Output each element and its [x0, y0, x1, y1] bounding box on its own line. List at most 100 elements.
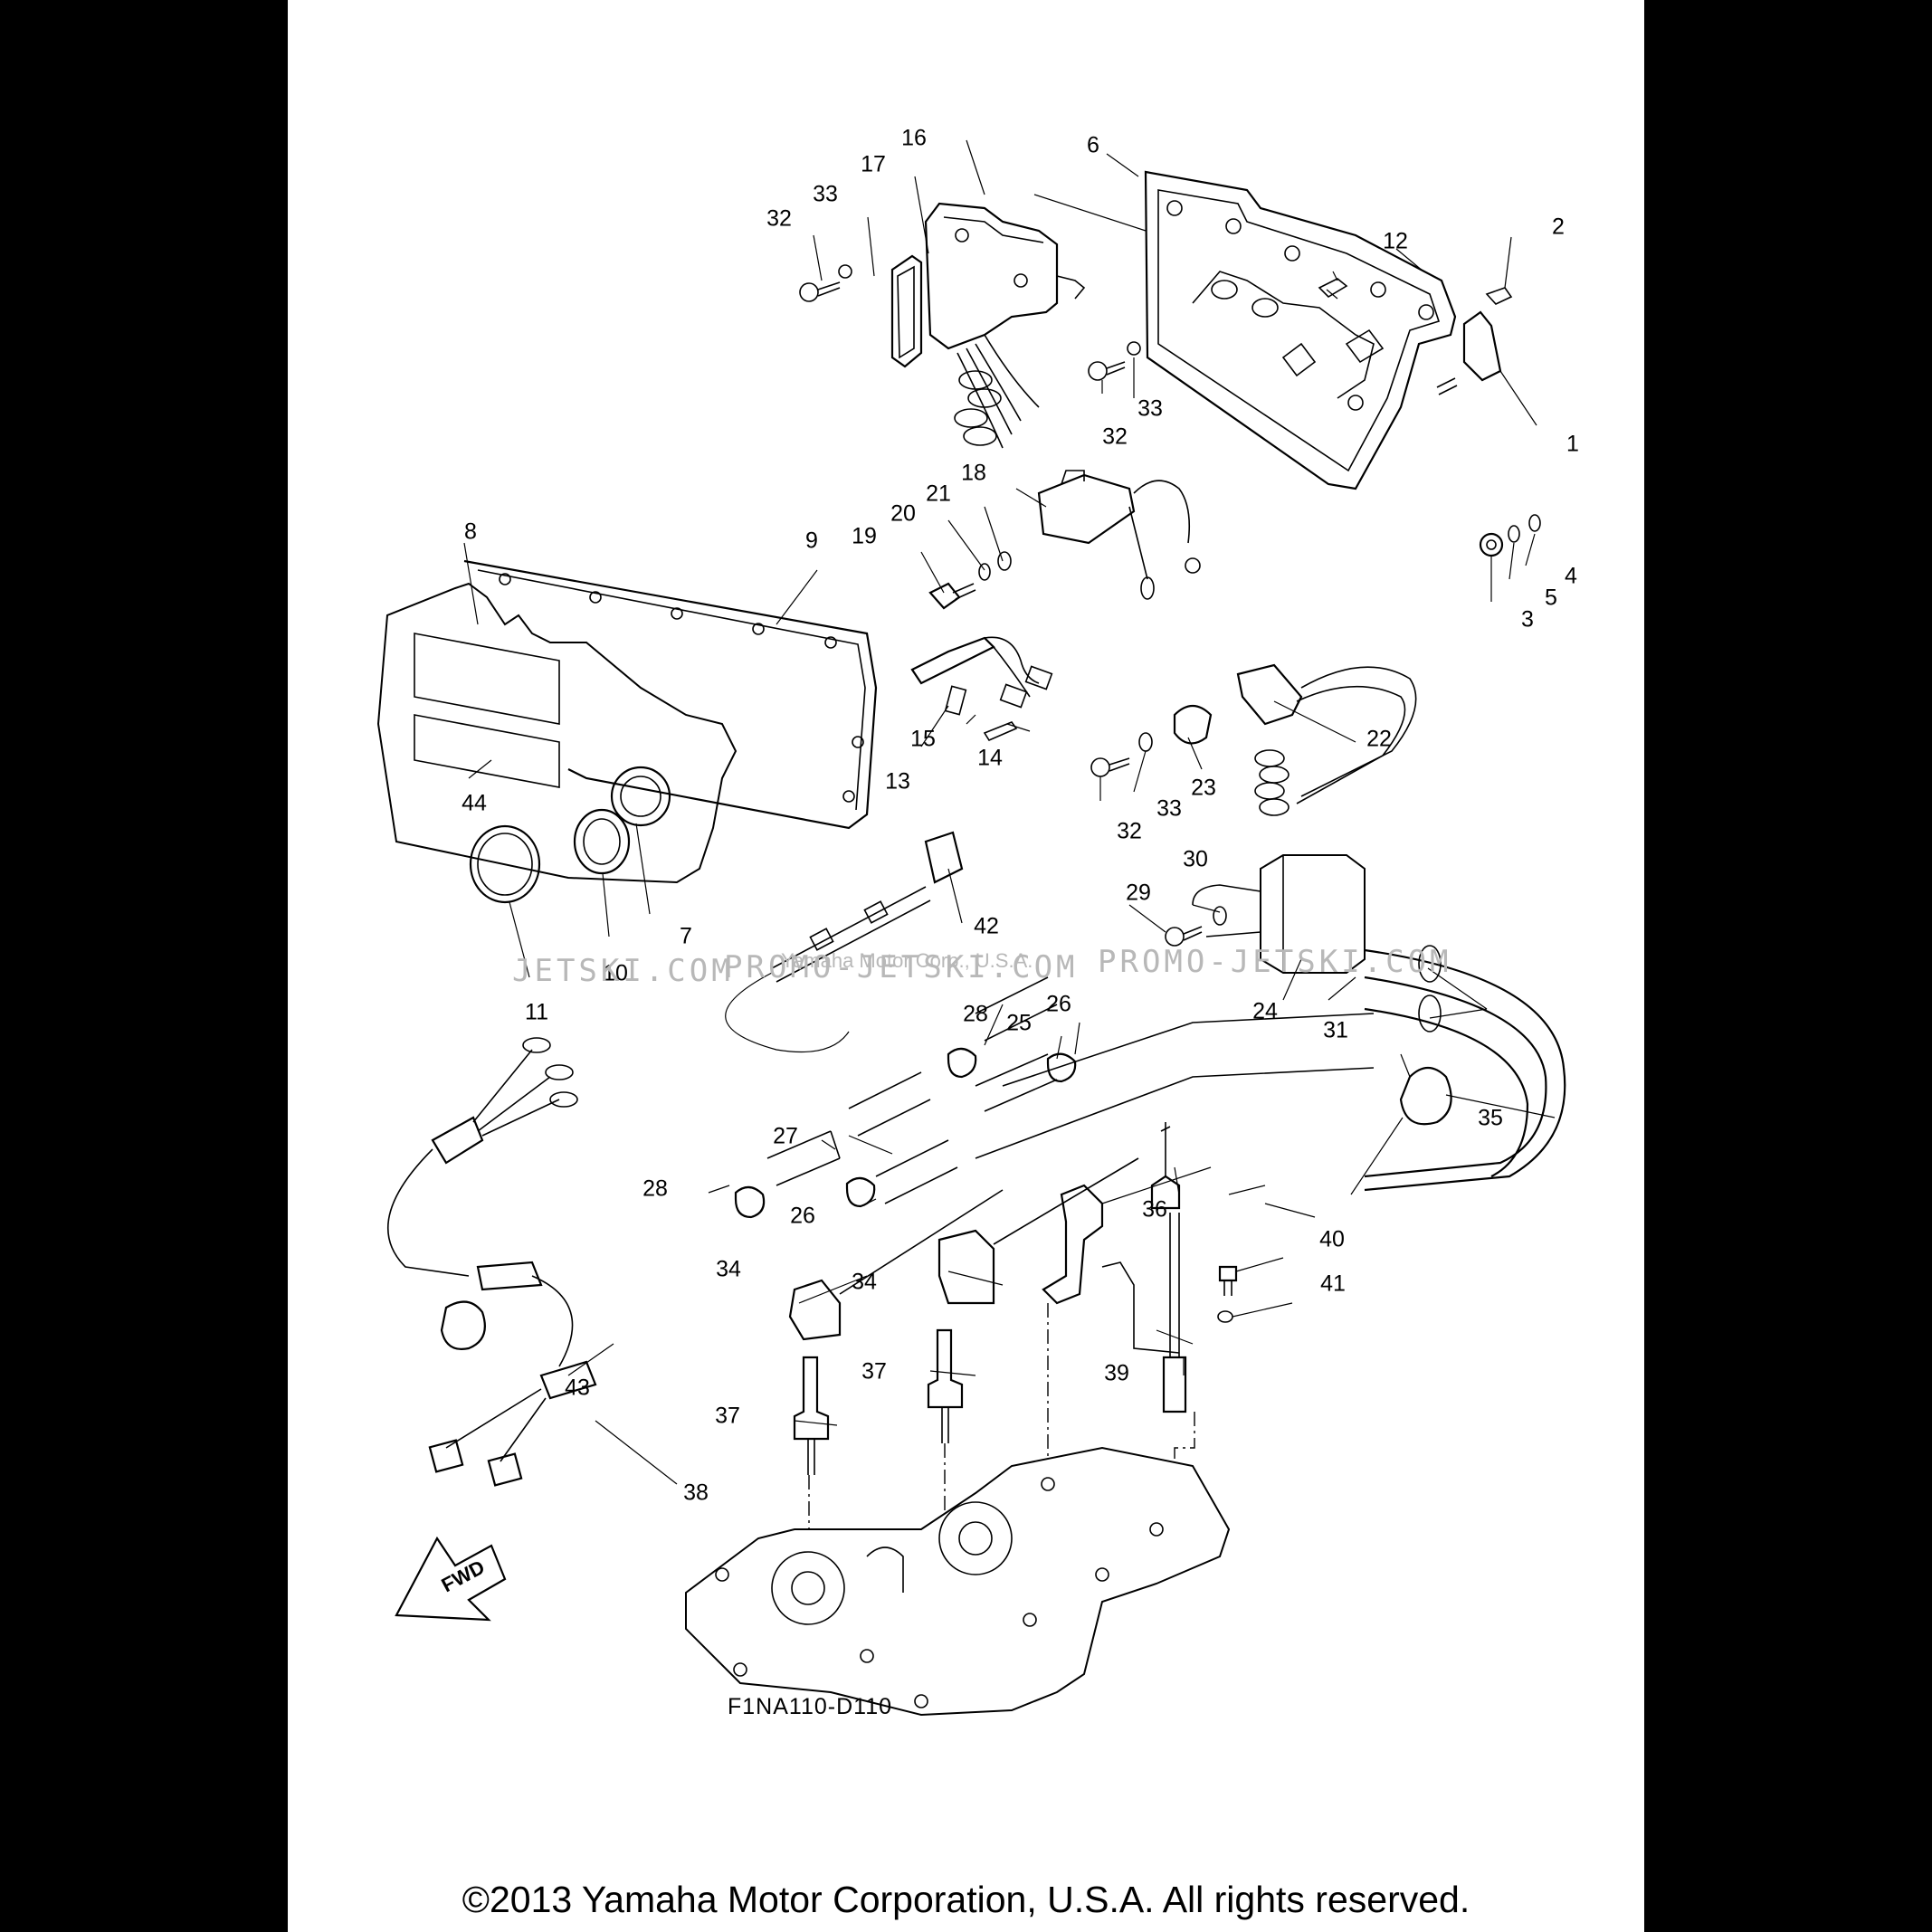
callout-36: 36 — [1142, 1197, 1167, 1223]
callout-16: 16 — [901, 126, 927, 151]
callout-33b: 33 — [1137, 396, 1163, 422]
gasket-9 — [463, 559, 878, 830]
callouts: 1 2 3 4 5 6 7 8 9 10 11 12 13 14 15 16 1… — [462, 126, 1579, 1506]
lead-13 — [910, 636, 1053, 742]
callout-24: 24 — [1252, 999, 1278, 1024]
callout-1: 1 — [1566, 432, 1579, 457]
leader-lines — [463, 139, 1556, 1485]
diagram-sheet: FWD — [288, 0, 1644, 1932]
callout-34b: 34 — [852, 1270, 877, 1295]
callout-10: 10 — [603, 961, 628, 986]
callout-40: 40 — [1319, 1227, 1345, 1252]
callout-6: 6 — [1087, 133, 1099, 158]
callout-11: 11 — [525, 1000, 548, 1025]
electrical-box-base — [1144, 170, 1457, 490]
callout-34a: 34 — [716, 1257, 741, 1282]
screw-29-washer-30 — [1165, 906, 1227, 947]
callout-28b: 28 — [642, 1176, 668, 1202]
callout-20: 20 — [890, 501, 916, 527]
bolt-2 — [1485, 287, 1513, 305]
cylinder-head — [685, 1446, 1231, 1717]
watermark-center: PROMO-JETSKI.COM — [724, 949, 1079, 985]
callout-30: 30 — [1183, 847, 1208, 872]
callout-42: 42 — [974, 914, 999, 939]
callout-13: 13 — [885, 769, 910, 795]
callout-4: 4 — [1565, 564, 1577, 589]
watermark: JETSKI.COM PROMO-JETSKI.COM Yamaha Motor… — [512, 944, 1452, 989]
callout-38: 38 — [683, 1480, 709, 1506]
seal-10 — [573, 808, 631, 875]
callout-3: 3 — [1521, 607, 1534, 633]
callout-9: 9 — [805, 528, 818, 554]
callout-23: 23 — [1191, 776, 1216, 801]
clamp-23 — [1173, 704, 1213, 745]
regulator-18 — [1037, 470, 1201, 600]
callout-32a: 32 — [766, 206, 792, 232]
callout-12: 12 — [1383, 229, 1408, 254]
callout-41: 41 — [1320, 1271, 1346, 1297]
plug-cap-34-right — [937, 1157, 1139, 1305]
cdi-unit — [924, 202, 1086, 449]
watermark-center-overlay: Yamaha Motor Corp., U.S.A. — [781, 949, 1033, 972]
spark-plug-37-left — [793, 1356, 830, 1475]
exploded-parts-diagram: FWD — [376, 126, 1579, 1717]
harness-38-43 — [386, 1037, 597, 1487]
hoses — [766, 976, 1375, 1204]
callout-33a: 33 — [813, 182, 838, 207]
spark-plug-37-right — [927, 1328, 964, 1443]
bolt-12 — [1318, 278, 1348, 300]
callout-26a: 26 — [1046, 992, 1071, 1017]
fwd-arrow-icon: FWD — [395, 1536, 507, 1622]
diagram-code: F1NA110-D110 — [728, 1694, 892, 1719]
watermark-left: JETSKI.COM — [512, 953, 734, 989]
callout-32c: 32 — [1117, 819, 1142, 844]
clamp-35 — [1399, 1066, 1452, 1126]
screw-32-lower — [1090, 732, 1153, 777]
copyright-footer: ©2013 Yamaha Motor Corporation, U.S.A. A… — [462, 1879, 1470, 1920]
bracket-1 — [1436, 310, 1502, 395]
callout-37a: 37 — [861, 1359, 887, 1385]
callout-44: 44 — [462, 791, 487, 816]
callout-14: 14 — [977, 746, 1003, 771]
callout-15: 15 — [910, 727, 936, 752]
plug-cap-34-left — [788, 1189, 1004, 1341]
callout-18: 18 — [961, 461, 986, 486]
cdi-bracket — [890, 254, 923, 368]
callout-33c: 33 — [1156, 796, 1182, 822]
plug-cables — [1364, 945, 1566, 1192]
callout-26b: 26 — [790, 1204, 815, 1229]
clamps-26-28 — [734, 1047, 1077, 1219]
ignition-coil-24 — [1192, 854, 1366, 974]
band-43 — [440, 1300, 486, 1350]
bracket-36 — [1042, 1184, 1104, 1305]
callout-22: 22 — [1366, 727, 1392, 752]
callout-35: 35 — [1478, 1106, 1503, 1131]
callout-27: 27 — [773, 1124, 798, 1149]
callout-39: 39 — [1104, 1361, 1129, 1386]
sensor-39 — [1101, 1122, 1187, 1413]
callout-25: 25 — [1006, 1011, 1032, 1036]
screw-32-mid — [1088, 341, 1141, 381]
screw-32-top — [799, 264, 852, 302]
callout-31: 31 — [1323, 1018, 1348, 1043]
callout-17: 17 — [861, 152, 886, 177]
fasteners-19-20-21 — [928, 551, 1012, 610]
callout-8: 8 — [464, 519, 477, 545]
callout-28a: 28 — [963, 1002, 988, 1027]
callout-29: 29 — [1126, 880, 1151, 906]
box-cover-8 — [376, 582, 738, 884]
stator-lead-22 — [1236, 663, 1417, 816]
callout-43: 43 — [565, 1375, 590, 1401]
callout-19: 19 — [852, 524, 877, 549]
callout-5: 5 — [1545, 585, 1557, 611]
cap-11 — [469, 824, 541, 904]
cable-42 — [725, 831, 964, 1053]
callout-37b: 37 — [715, 1404, 740, 1429]
watermark-right: PROMO-JETSKI.COM — [1098, 944, 1452, 980]
callout-32b: 32 — [1102, 424, 1128, 450]
callout-21: 21 — [926, 481, 951, 507]
grommet-3-5-4 — [1479, 514, 1541, 557]
callout-7: 7 — [680, 924, 692, 949]
callout-2: 2 — [1552, 214, 1565, 240]
